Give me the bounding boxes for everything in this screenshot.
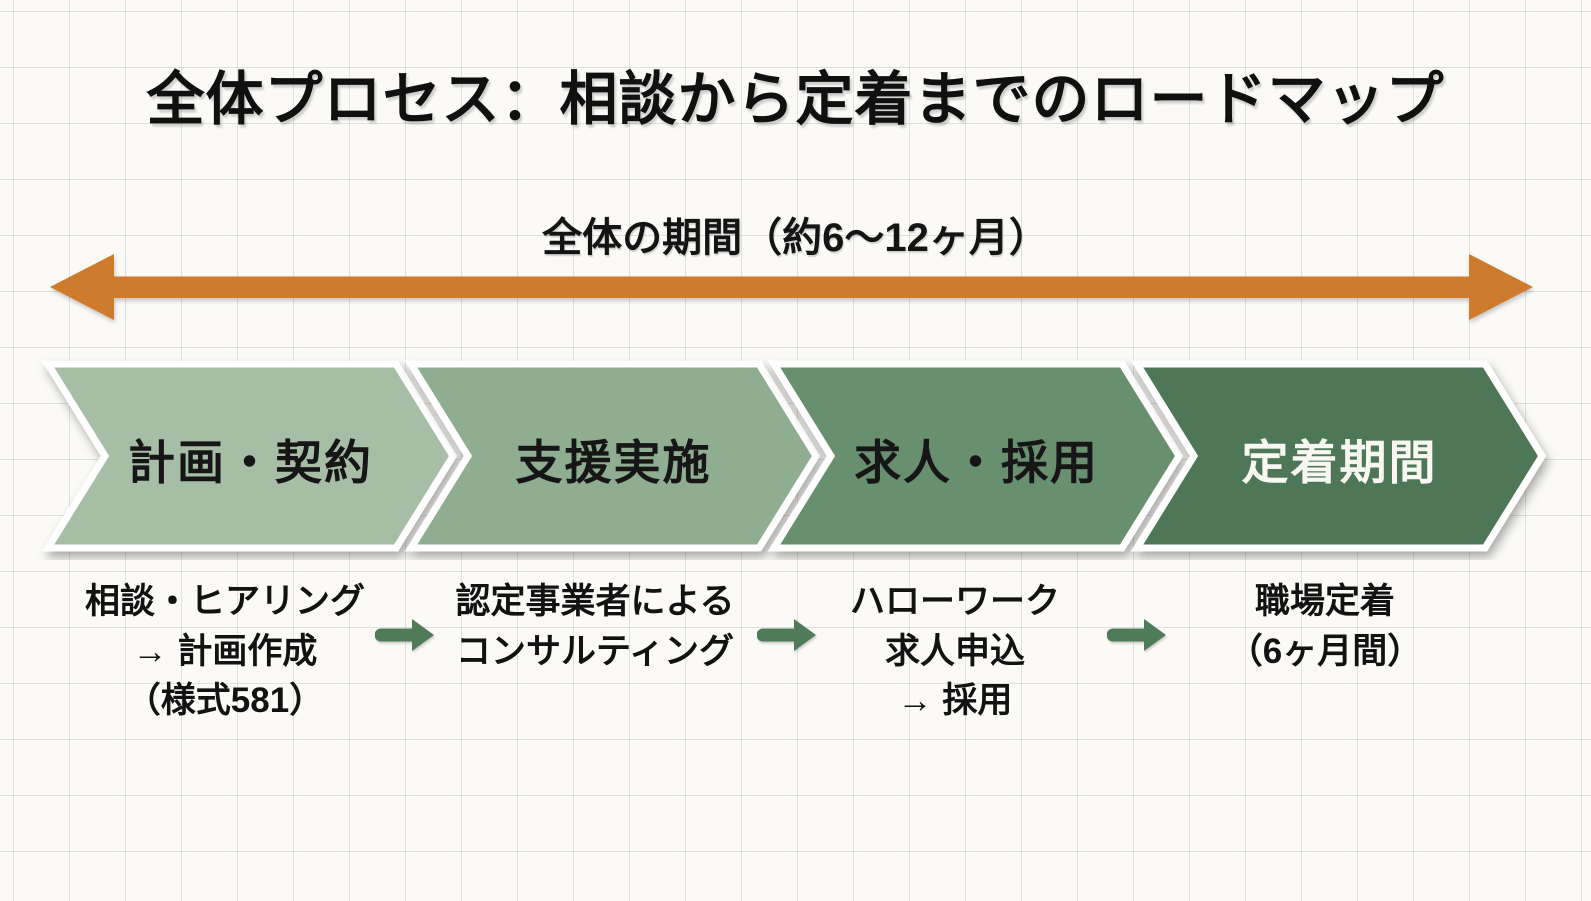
- connector-arrow-icon: [375, 619, 434, 651]
- stage-description-retention: 職場定着 （6ヶ月間）: [1145, 577, 1505, 676]
- period-label: 全体の期間（約6〜12ヶ月）: [542, 216, 1049, 260]
- timeline-double-arrow-shape: [50, 254, 1533, 320]
- stage-label-recruit: 求人・採用: [854, 435, 1099, 489]
- process-chevron-band: [41, 360, 1547, 552]
- stage-chevron-plan: [41, 360, 458, 552]
- description-line: → 採用: [897, 681, 1013, 721]
- description-line: （6ヶ月間）: [1227, 631, 1423, 671]
- description-line: コンサルティング: [456, 631, 734, 671]
- stage-chevron-retention: [1130, 360, 1547, 552]
- description-line: 職場定着: [1254, 582, 1395, 621]
- stage-label-plan: 計画・契約: [128, 435, 373, 489]
- description-line: 求人申込: [884, 631, 1025, 671]
- stage-description-plan: 相談・ヒアリング → 計画作成 （様式581）: [40, 577, 410, 726]
- stage-label-retention: 定着期間: [1241, 435, 1438, 489]
- connector-arrow-head: [412, 619, 434, 651]
- connector-arrow-head: [1144, 619, 1166, 651]
- stage-chevron-support: [404, 360, 821, 552]
- connector-arrow-icon: [757, 619, 816, 651]
- description-line: 認定事業者による: [455, 582, 735, 621]
- stage-description-recruit: ハローワーク 求人申込 → 採用: [775, 577, 1135, 726]
- connector-arrow-head: [794, 619, 816, 651]
- description-line: → 計画作成: [132, 631, 318, 671]
- stage-description-support: 認定事業者による コンサルティング: [415, 577, 775, 676]
- description-line: ハローワーク: [849, 582, 1060, 621]
- page-title: 全体プロセス：相談から定着までのロードマップ: [146, 67, 1445, 132]
- description-line: （様式581）: [125, 681, 325, 721]
- stage-label-support: 支援実施: [515, 435, 712, 489]
- stage-chevron-recruit: [767, 360, 1184, 552]
- timeline-double-arrow: [50, 254, 1533, 320]
- description-line: 相談・ヒアリング: [84, 582, 365, 621]
- connector-arrow-icon: [1107, 619, 1166, 651]
